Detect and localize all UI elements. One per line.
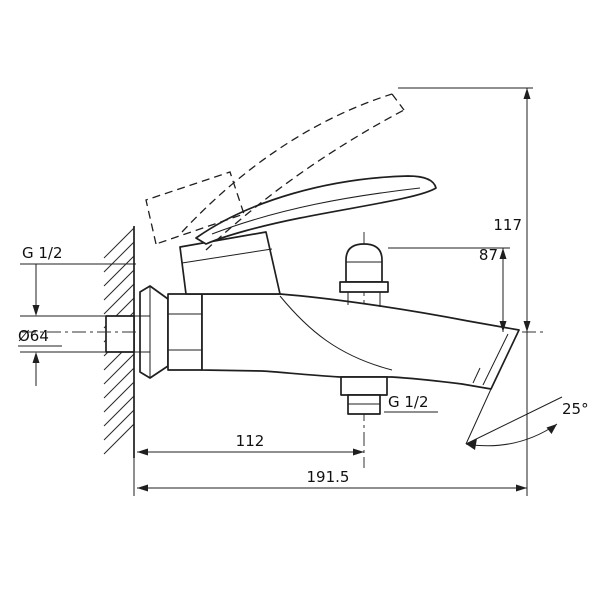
hex-nut-facets — [168, 313, 202, 351]
cartridge-cap — [179, 231, 281, 295]
height-diverter-label: 87 — [479, 246, 498, 264]
raised-cap-outline — [145, 171, 245, 245]
body-sculpt-curve — [279, 295, 393, 371]
raised-lever-tip — [391, 93, 405, 111]
hex-nut — [167, 293, 203, 371]
escutcheon-flange — [139, 285, 169, 379]
dimension-191-5: 191.5 — [137, 468, 527, 492]
arrow-1915-left — [137, 484, 148, 492]
body-and-spout — [201, 293, 520, 390]
height-overall-label: 117 — [493, 216, 522, 234]
shower-outlet — [340, 376, 388, 415]
cartridge-cap-joint — [181, 248, 273, 264]
outlet-collar — [340, 376, 388, 396]
spout-angle-label: 25° — [562, 400, 589, 418]
flange-diameter-label: Ø64 — [18, 327, 49, 345]
diverter-knob-base — [339, 281, 389, 293]
lever-arm-inner-line — [211, 187, 421, 235]
outlet-thread-label: G 1/2 — [388, 393, 429, 411]
arrow-117-bottom — [523, 321, 531, 332]
dimension-heights: 117 87 — [388, 87, 533, 496]
inlet-thread-label: G 1/2 — [22, 244, 63, 262]
spout-aerator-line — [472, 367, 481, 384]
diverter-knob — [339, 243, 389, 307]
lever-arm — [195, 175, 437, 245]
angle-arc — [465, 423, 558, 447]
overall-projection-label: 191.5 — [307, 468, 350, 486]
dimension-outlet-thread: G 1/2 — [384, 393, 438, 413]
dimension-112: 112 — [137, 432, 364, 456]
raised-lever-bottom-edge — [205, 109, 405, 251]
inlet-thread-arrow-down — [32, 305, 40, 316]
diverter-knob-cap — [345, 243, 383, 283]
dimension-inlet-thread: G 1/2 — [20, 244, 136, 316]
arrow-112-left — [137, 448, 148, 456]
arrow-1915-right — [516, 484, 527, 492]
arrow-87-bottom — [499, 321, 507, 332]
wall-section — [103, 226, 135, 496]
arrow-117-top — [523, 88, 531, 99]
dimension-flange-diameter: Ø64 — [18, 315, 150, 386]
wall-pipe-fitting — [105, 315, 135, 353]
lever-raised-position — [145, 93, 405, 251]
raised-lever-top-edge — [181, 93, 393, 233]
arrow-angle-vertex — [466, 438, 477, 450]
flange-arrow-up — [32, 352, 40, 363]
spout-face-extension — [465, 388, 492, 445]
faucet-body — [139, 285, 520, 390]
diverter-neck-lines — [347, 292, 381, 307]
dimension-spout-angle: 25° — [465, 388, 589, 450]
arrow-87-top — [499, 248, 507, 259]
angle-line — [465, 396, 563, 445]
lever-handle — [179, 175, 437, 295]
spout-face-inner-line — [482, 333, 509, 386]
arrow-angle-arc — [546, 424, 557, 434]
wall-to-outlet-label: 112 — [236, 432, 265, 450]
arrow-112-right — [353, 448, 364, 456]
